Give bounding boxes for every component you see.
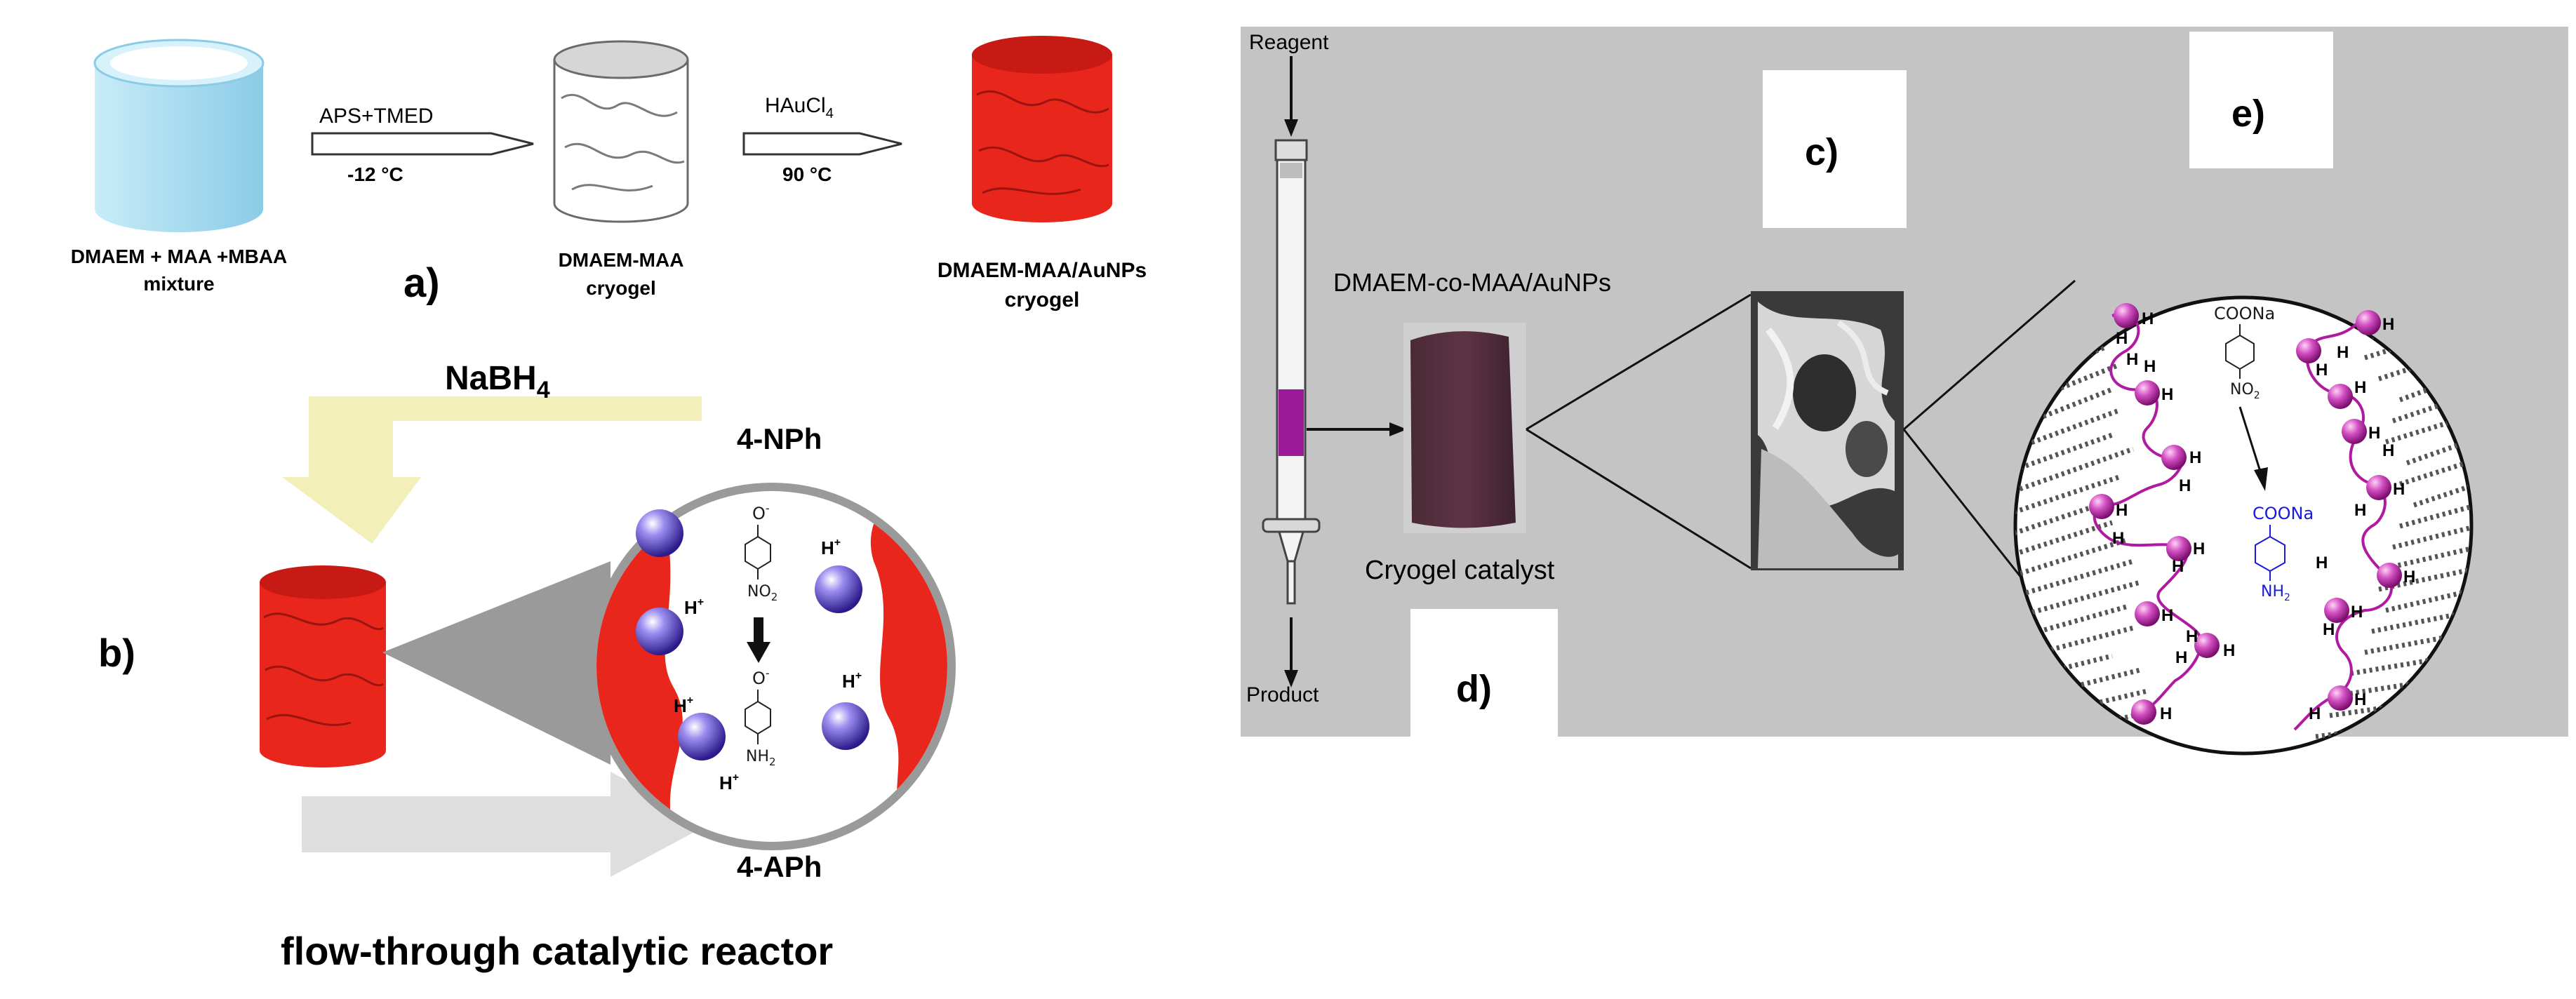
svg-text:NH2: NH2 xyxy=(2261,583,2290,603)
svg-text:H: H xyxy=(2112,529,2124,548)
svg-text:COONa: COONa xyxy=(2214,304,2275,323)
product-outlet-label: Product xyxy=(1246,683,1319,706)
catalyst-label: Cryogel catalyst xyxy=(1365,556,1555,585)
svg-text:H: H xyxy=(2354,378,2366,397)
reactant-label: 4-NPh xyxy=(737,422,822,455)
svg-text:H: H xyxy=(2316,554,2328,572)
product-label: 4-APh xyxy=(737,850,822,883)
panel-e-label: e) xyxy=(2231,93,2265,135)
svg-text:H: H xyxy=(2193,539,2205,558)
polymerization-temperature: -12 °C xyxy=(347,163,403,185)
svg-text:H: H xyxy=(2351,603,2363,622)
svg-text:COONa: COONa xyxy=(2253,504,2314,523)
gold-nanoparticle xyxy=(636,608,683,655)
gold-reagent: HAuCl4 xyxy=(765,94,834,121)
arrow-polymerization xyxy=(311,132,534,156)
svg-text:H+: H+ xyxy=(684,596,704,618)
svg-text:H+: H+ xyxy=(674,695,693,716)
gold-cryogel-cylinder xyxy=(972,36,1112,222)
sem-micrograph xyxy=(1751,291,1904,570)
svg-text:H: H xyxy=(2142,309,2154,328)
svg-text:H: H xyxy=(2382,441,2394,460)
cryogel-label-line2: cryogel xyxy=(586,277,656,299)
svg-text:H: H xyxy=(2223,641,2235,660)
svg-text:NO2: NO2 xyxy=(2230,381,2260,401)
svg-text:H: H xyxy=(2368,424,2380,443)
svg-text:NH2: NH2 xyxy=(746,748,776,768)
svg-text:O-: O- xyxy=(752,502,770,523)
panel-d-label: d) xyxy=(1456,668,1492,710)
svg-text:H: H xyxy=(2116,329,2128,348)
magnification-cone xyxy=(382,561,610,765)
svg-text:H: H xyxy=(2309,704,2321,723)
svg-text:H: H xyxy=(2175,648,2187,667)
panel-cde: Reagent Product DMAEM-co-MAA/AuNPs Cryog… xyxy=(1241,27,2568,756)
svg-text:H: H xyxy=(2160,704,2172,723)
gold-loading-temperature: 90 °C xyxy=(782,163,832,185)
svg-text:H+: H+ xyxy=(842,670,862,692)
svg-text:H+: H+ xyxy=(821,537,841,558)
catalyst-bed xyxy=(1279,389,1304,456)
svg-text:H: H xyxy=(2126,350,2138,369)
cryogel-cylinder xyxy=(553,40,689,223)
panel-a-label: a) xyxy=(403,260,440,306)
reductant-label: NaBH4 xyxy=(445,360,550,403)
svg-text:H: H xyxy=(2179,476,2191,495)
gold-nanoparticle xyxy=(822,702,869,750)
stopcock xyxy=(1262,518,1321,533)
label-e-box xyxy=(2189,32,2333,168)
panel-c-label: c) xyxy=(1805,131,1838,173)
cryogel-label-line1: DMAEM-MAA xyxy=(559,249,684,271)
chromatography-column xyxy=(1262,139,1321,605)
svg-text:H: H xyxy=(2116,501,2128,520)
reactor-cylinder xyxy=(260,565,386,767)
svg-text:H: H xyxy=(2354,690,2366,709)
reduction-arrow xyxy=(747,617,770,663)
reactant-molecule: COONa NO2 xyxy=(2214,304,2275,401)
polymerization-reagents: APS+TMED xyxy=(319,105,434,128)
gold-nanoparticle xyxy=(636,509,683,557)
label-d-box xyxy=(1410,609,1558,737)
svg-text:H: H xyxy=(2323,620,2335,639)
svg-text:H: H xyxy=(2316,361,2328,380)
product-outflow-arrow xyxy=(302,772,709,877)
label-c-box xyxy=(1763,70,1907,228)
cryogel-photo xyxy=(1403,323,1526,533)
svg-text:H: H xyxy=(2172,557,2184,576)
svg-text:H: H xyxy=(2354,501,2366,520)
gold-nanoparticle xyxy=(678,713,726,760)
pore-magnification-lens: H+ H+ H+ H+ H+ O- NO2 O- NH2 xyxy=(588,483,956,850)
product-molecule: COONa NH2 xyxy=(2253,504,2314,603)
panel-a: DMAEM + MAA +MBAA mixture APS+TMED -12 °… xyxy=(71,36,1147,311)
svg-text:H: H xyxy=(2161,606,2173,625)
svg-text:H: H xyxy=(2337,343,2349,362)
reactor-caption: flow-through catalytic reactor xyxy=(281,929,833,973)
arrow-gold-loading xyxy=(742,132,902,156)
svg-text:H: H xyxy=(2144,357,2156,376)
svg-text:H: H xyxy=(2382,315,2394,334)
svg-text:H: H xyxy=(2161,385,2173,404)
reductant-inflow-arrow xyxy=(282,396,702,544)
polymer-chain-right xyxy=(2293,321,2394,731)
svg-text:H: H xyxy=(2403,568,2415,586)
svg-text:H+: H+ xyxy=(719,772,739,793)
reagent-label: Reagent xyxy=(1249,31,1329,54)
svg-text:H: H xyxy=(2186,627,2198,646)
mixture-label-line2: mixture xyxy=(143,273,214,295)
svg-text:O-: O- xyxy=(752,666,770,688)
gel-name: DMAEM-co-MAA/AuNPs xyxy=(1333,268,1611,297)
gold-cryogel-label-line2: cryogel xyxy=(1005,288,1080,311)
svg-text:H: H xyxy=(2393,480,2405,499)
svg-text:H: H xyxy=(2189,448,2201,467)
gold-cryogel-label-line1: DMAEM-MAA/AuNPs xyxy=(937,259,1147,282)
panel-b: NaBH4 4-NPh 4-APh b) H+ H+ xyxy=(98,360,956,973)
monomer-mixture-cylinder xyxy=(93,39,265,232)
mixture-label-line1: DMAEM + MAA +MBAA xyxy=(71,246,288,267)
panel-b-label: b) xyxy=(98,631,135,675)
svg-text:NO2: NO2 xyxy=(747,583,778,603)
gold-nanoparticle xyxy=(815,565,862,613)
